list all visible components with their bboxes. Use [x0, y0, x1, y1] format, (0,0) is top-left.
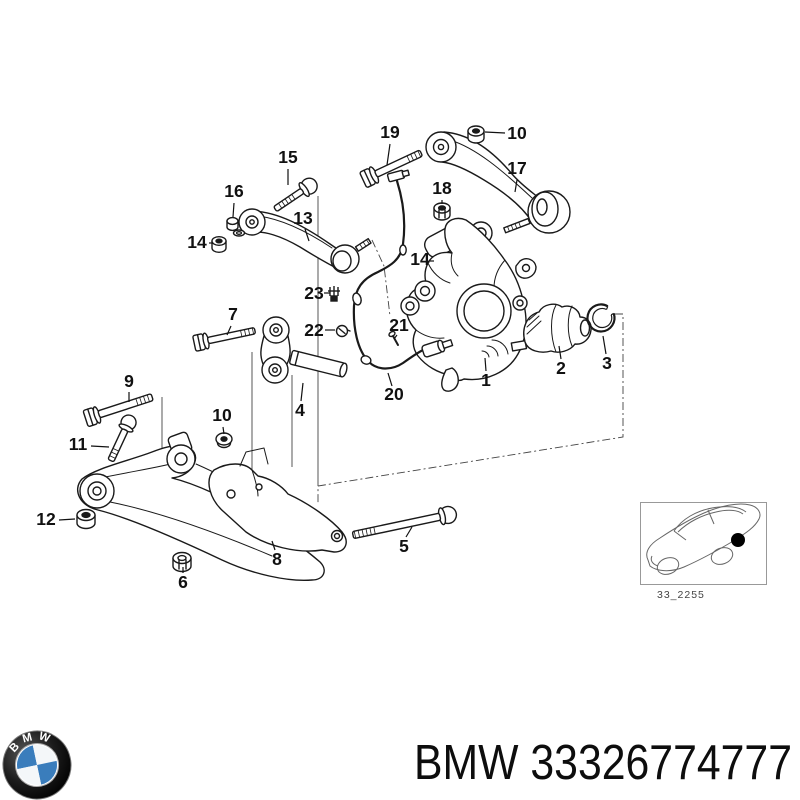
- link-pin-drawing: [289, 349, 348, 378]
- bolt-11-drawing: [107, 414, 137, 463]
- abs-sensor-wire-drawing: [352, 169, 454, 370]
- callout-1: 1: [481, 370, 491, 390]
- callout-7: 7: [228, 304, 238, 324]
- control-arm-17-drawing: [425, 131, 571, 234]
- callout-2: 2: [556, 358, 566, 378]
- footer: BMW BMW 33326774777: [2, 726, 792, 800]
- callout-18: 18: [432, 178, 452, 198]
- part-number-title: BMW 33326774777: [414, 736, 792, 790]
- knuckle-drawing: [400, 217, 537, 392]
- callout-12: 12: [36, 509, 56, 529]
- bmw-logo: BMW: [2, 726, 72, 800]
- callout-3: 3: [602, 353, 612, 373]
- callout-9: 9: [124, 371, 134, 391]
- nut-10-lower-drawing: [215, 432, 233, 449]
- control-arm-13-drawing: [238, 208, 372, 274]
- inset-caption: 33_2255: [657, 589, 705, 601]
- bolt-19-drawing: [359, 149, 423, 188]
- car-location-inset: 33_2255: [640, 502, 767, 601]
- nut-16-drawing: [226, 216, 246, 237]
- callout-13: 13: [293, 208, 313, 228]
- callout-19: 19: [380, 122, 400, 142]
- callout-17: 17: [507, 158, 526, 178]
- cv-boot-drawing: [523, 303, 592, 353]
- integral-link-drawing: [260, 316, 291, 384]
- callout-11: 11: [69, 434, 88, 454]
- plug-22-drawing: [335, 324, 351, 338]
- callout-14b: 14: [410, 249, 430, 269]
- callout-10b: 10: [212, 405, 232, 425]
- nut-12-drawing: [76, 508, 96, 530]
- callout-15: 15: [278, 147, 298, 167]
- callout-6: 6: [178, 572, 188, 592]
- callout-5: 5: [399, 536, 409, 556]
- nut-14-left-drawing: [211, 235, 227, 253]
- bolt-9-drawing: [82, 393, 154, 427]
- snap-ring-drawing: [586, 303, 616, 333]
- callout-10a: 10: [507, 123, 527, 143]
- callout-14a: 14: [187, 232, 207, 252]
- callout-8: 8: [272, 549, 282, 569]
- trailing-arm-drawing: [77, 431, 325, 582]
- callout-16: 16: [224, 181, 244, 201]
- callout-labels: 1 2 3 4 5 6 7 8 9 10 10 11 12 13 14 14 1…: [36, 122, 612, 592]
- clip-23-drawing: [328, 286, 340, 302]
- nut-18-drawing: [433, 202, 451, 221]
- leader-lines: [58, 131, 607, 573]
- callout-22: 22: [304, 320, 324, 340]
- bolt-7-drawing: [192, 327, 256, 352]
- bracket-drawing: [208, 447, 347, 553]
- bolt-15-drawing: [273, 177, 318, 212]
- location-dot: [731, 533, 745, 547]
- screw-21-drawing: [388, 330, 399, 346]
- car-outline-drawing: [646, 503, 761, 575]
- callout-4: 4: [295, 400, 305, 420]
- bolt-5-drawing: [351, 505, 458, 539]
- nut-6-drawing: [172, 551, 192, 573]
- callout-23: 23: [304, 283, 324, 303]
- nut-10-upper-drawing: [467, 125, 485, 144]
- callout-20: 20: [384, 384, 404, 404]
- callout-21: 21: [389, 315, 409, 335]
